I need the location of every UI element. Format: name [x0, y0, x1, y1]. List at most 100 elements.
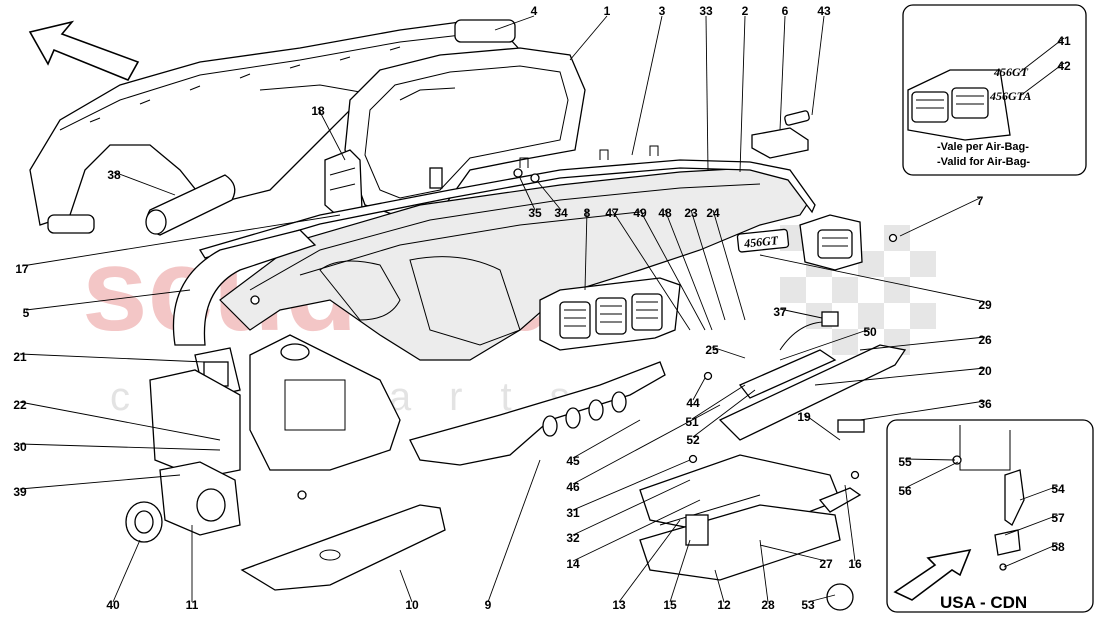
callout-8: 8	[584, 206, 591, 220]
leader-line-21	[19, 353, 206, 363]
connector-37	[779, 311, 839, 351]
leader-line-4	[494, 15, 535, 31]
side-vent-7	[799, 214, 863, 271]
ring-40	[125, 501, 163, 543]
leader-line-44	[692, 377, 706, 401]
leader-line-2	[739, 15, 746, 173]
usa-direction-arrow-icon	[893, 548, 972, 601]
callout-6: 6	[782, 4, 789, 18]
center-vents	[539, 277, 681, 351]
callout-55: 55	[898, 455, 912, 469]
main-dashboard: 456GT	[219, 167, 811, 361]
callout-3: 3	[659, 4, 666, 18]
right-bracket	[718, 344, 907, 441]
leader-line-12	[714, 569, 725, 603]
callout-47: 47	[605, 206, 619, 220]
callout-1: 1	[604, 4, 611, 18]
leader-line-19	[803, 413, 841, 441]
leader-line-32	[572, 479, 691, 536]
leader-line-53	[807, 594, 836, 603]
usa-inset-title: USA - CDN	[940, 593, 1027, 612]
callout-34: 34	[554, 206, 568, 220]
airbag-inset: 456GT 456GTA -Vale per Air-Bag- -Valid f…	[902, 4, 1087, 176]
clip-43	[784, 110, 810, 126]
leader-line-5	[25, 289, 191, 311]
callout-51: 51	[685, 415, 699, 429]
callout-43: 43	[817, 4, 831, 18]
airbag-note-en: -Valid for Air-Bag-	[937, 156, 1030, 168]
callout-54: 54	[1051, 482, 1065, 496]
callout-32: 32	[566, 531, 580, 545]
knee-bar-9	[409, 361, 666, 466]
callout-4: 4	[531, 4, 538, 18]
callout-33: 33	[699, 4, 713, 18]
leader-line-20	[814, 367, 986, 386]
callout-5: 5	[23, 306, 30, 320]
leader-line-16	[844, 484, 856, 562]
leader-line-23	[690, 209, 726, 321]
callout-29: 29	[978, 298, 992, 312]
callout-7: 7	[977, 194, 984, 208]
callout-38: 38	[107, 168, 121, 182]
callout-11: 11	[186, 598, 199, 612]
leader-line-24	[712, 209, 746, 321]
callout-14: 14	[566, 557, 580, 571]
callout-30: 30	[13, 440, 27, 454]
leader-line-17	[21, 214, 341, 267]
callout-25: 25	[705, 343, 719, 357]
dash-badge-text: 456GT	[742, 233, 779, 251]
callout-52: 52	[686, 433, 700, 447]
callout-50: 50	[863, 325, 877, 339]
leader-line-46	[572, 404, 721, 485]
leader-line-34	[537, 181, 562, 211]
leader-line-48	[664, 209, 713, 331]
airbag-note-it: -Vale per Air-Bag-	[937, 141, 1029, 153]
callout-18: 18	[311, 104, 325, 118]
leader-line-14	[572, 499, 701, 562]
leader-line-56	[904, 461, 959, 489]
callout-37: 37	[773, 305, 787, 319]
leader-line-55	[904, 458, 956, 461]
callout-2: 2	[742, 4, 749, 18]
callout-53: 53	[801, 598, 815, 612]
callout-23: 23	[684, 206, 698, 220]
leader-line-22	[19, 401, 221, 441]
leader-line-1	[569, 15, 608, 61]
leader-line-26	[859, 336, 986, 351]
leader-line-39	[19, 474, 181, 490]
callout-12: 12	[717, 598, 731, 612]
callout-35: 35	[528, 206, 542, 220]
leader-line-6	[779, 15, 786, 131]
leader-line-27	[759, 544, 827, 562]
leader-line-58	[1003, 543, 1059, 568]
callout-40: 40	[106, 598, 120, 612]
lower-trim-10	[240, 504, 446, 591]
dash-trim-strips	[198, 145, 816, 259]
callout-44: 44	[686, 396, 700, 410]
leader-line-38	[113, 171, 176, 196]
usa-inset: USA - CDN	[886, 419, 1094, 613]
leader-line-15	[669, 539, 691, 603]
leader-line-47	[611, 209, 691, 331]
callout-9: 9	[485, 598, 492, 612]
callout-42: 42	[1057, 59, 1071, 73]
leader-line-36	[859, 400, 986, 421]
leader-line-3	[631, 15, 663, 156]
callout-39: 39	[13, 485, 27, 499]
badge-456gta: 456GTA	[989, 89, 1031, 103]
leader-line-40	[112, 539, 141, 603]
leader-line-51	[691, 384, 746, 420]
callout-57: 57	[1051, 511, 1065, 525]
leader-line-10	[399, 569, 413, 603]
leader-line-25	[711, 346, 746, 359]
leader-line-9	[487, 459, 541, 603]
callout-22: 22	[13, 398, 27, 412]
leader-line-50	[779, 328, 871, 361]
leader-line-52	[692, 389, 756, 438]
callout-16: 16	[848, 557, 862, 571]
leader-line-43	[811, 15, 825, 116]
leader-line-7	[899, 197, 981, 237]
callout-15: 15	[663, 598, 677, 612]
leader-line-45	[572, 419, 641, 459]
